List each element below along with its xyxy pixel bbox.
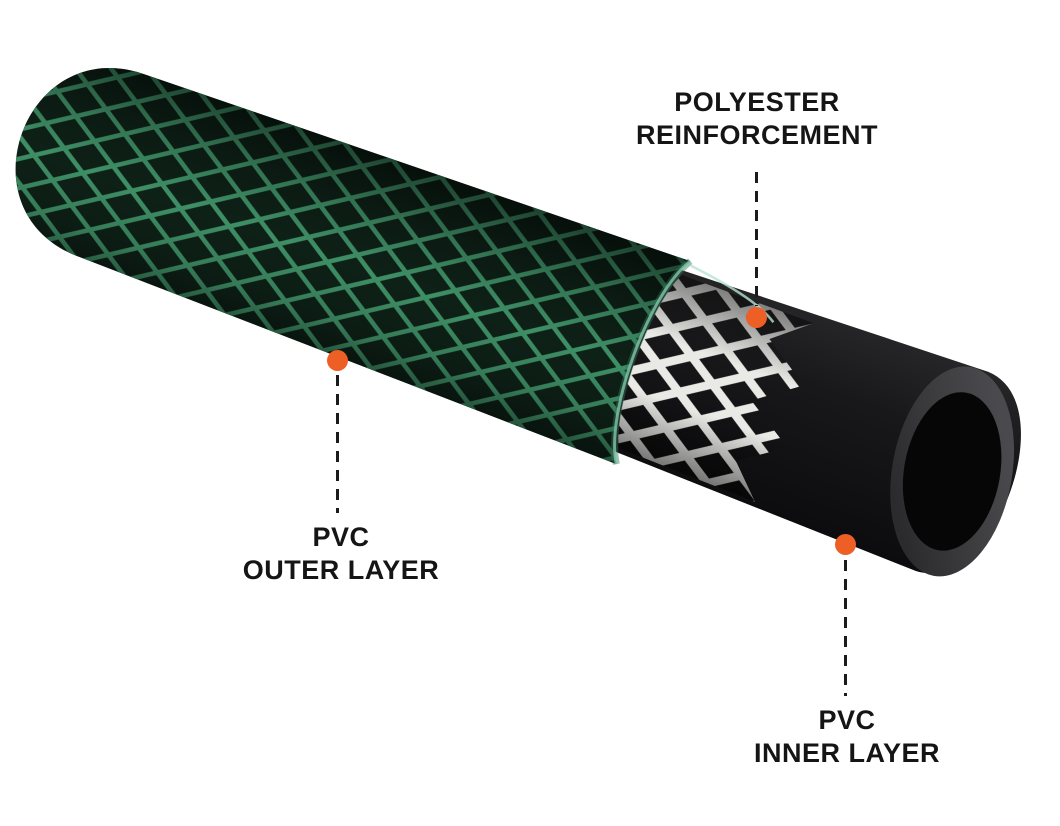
hose-outer-shading xyxy=(0,31,691,465)
label-line: OUTER LAYER xyxy=(242,555,440,585)
label-pvc-inner-layer: PVC INNER LAYER xyxy=(754,704,940,770)
leader-line-inner-layer xyxy=(844,560,847,696)
label-pvc-outer-layer: PVC OUTER LAYER xyxy=(243,521,440,587)
label-line: REINFORCEMENT xyxy=(636,120,878,150)
outer-layer-cut-edge-highlight xyxy=(613,259,692,465)
outer-layer-peel-tip-highlight xyxy=(690,264,775,324)
label-polyester-reinforcement: POLYESTER REINFORCEMENT xyxy=(636,86,878,152)
hose-bore-opening xyxy=(902,392,1002,551)
label-line: PVC xyxy=(818,705,876,735)
leader-line-outer-layer xyxy=(336,375,339,513)
label-line: POLYESTER xyxy=(674,87,840,117)
label-line: PVC xyxy=(312,522,370,552)
callout-dot-inner-layer xyxy=(835,534,856,555)
callout-dot-outer-layer xyxy=(327,350,348,371)
leader-line-polyester xyxy=(755,172,758,306)
callout-dot-polyester xyxy=(746,307,767,328)
label-line: INNER LAYER xyxy=(753,738,941,768)
